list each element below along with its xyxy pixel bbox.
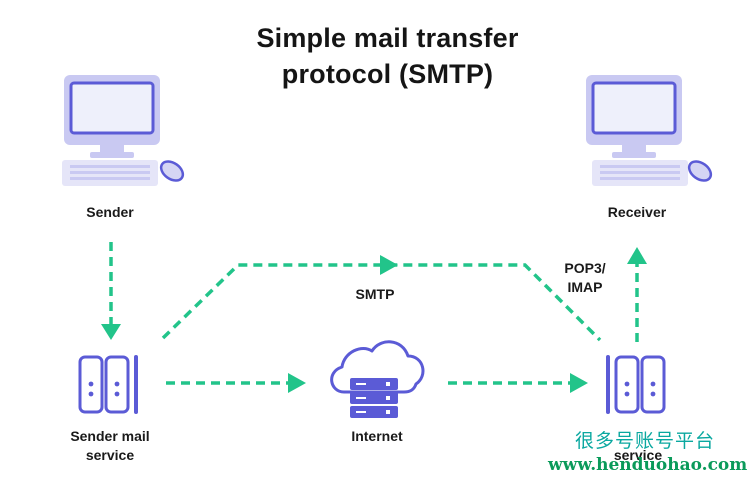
smtp-label: SMTP bbox=[355, 286, 395, 302]
arrowhead-up bbox=[627, 247, 647, 264]
watermark-chinese: 很多号账号平台 bbox=[575, 430, 716, 452]
receiver-mail-service-label: service bbox=[613, 447, 663, 463]
sender-label: Sender bbox=[86, 204, 134, 220]
imap-label: IMAP bbox=[567, 279, 603, 295]
title-line-2: protocol (SMTP) bbox=[281, 59, 494, 89]
sender-mail-service-line-2: service bbox=[85, 447, 135, 463]
arrowhead-internet bbox=[288, 373, 306, 393]
pop3-imap-label: POP3/ IMAP bbox=[545, 259, 625, 297]
internet-label: Internet bbox=[351, 428, 403, 444]
arrowhead-down bbox=[101, 324, 121, 340]
receiver-label: Receiver bbox=[607, 204, 667, 220]
sender-computer-icon bbox=[62, 75, 185, 186]
sender-mail-server-icon bbox=[78, 355, 138, 414]
sender-mail-service-line-1: Sender mail bbox=[70, 428, 150, 444]
pop3-label: POP3/ bbox=[564, 260, 606, 276]
arrowhead-smtp bbox=[380, 255, 398, 275]
receiver-computer-icon bbox=[586, 75, 713, 186]
receiver-mail-server-icon bbox=[606, 355, 666, 414]
diagram-title: Simple mail transfer protocol (SMTP) bbox=[0, 20, 755, 92]
arrowheads bbox=[101, 247, 647, 393]
sender-mail-service-label: Sender mail service bbox=[50, 427, 170, 465]
title-line-1: Simple mail transfer bbox=[256, 23, 519, 53]
arrowhead-receiver-service bbox=[570, 373, 588, 393]
internet-cloud-icon bbox=[330, 340, 425, 418]
watermark-url: www.henduohao.com bbox=[548, 455, 748, 475]
